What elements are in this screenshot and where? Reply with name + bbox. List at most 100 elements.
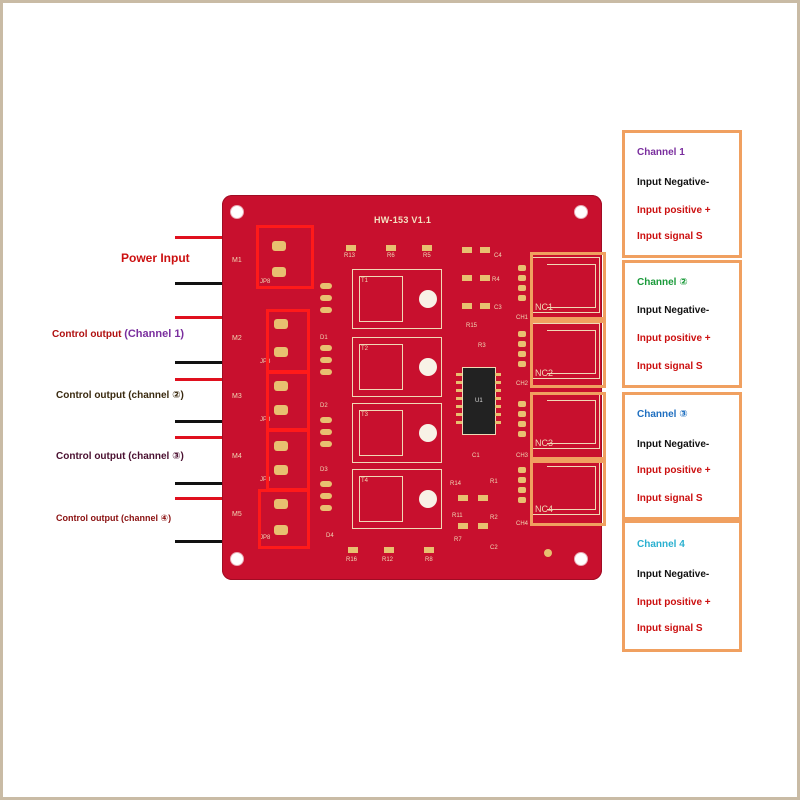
resistor-pad xyxy=(346,245,356,251)
jp-label-1: JP8 xyxy=(260,279,271,285)
terminal-block-ch3 xyxy=(266,429,310,491)
resistor-label-r15: R15 xyxy=(466,323,478,329)
resistor-pad xyxy=(480,275,490,281)
resistor-label-r12: R12 xyxy=(382,557,394,563)
mosfet-label-t3: T3 xyxy=(361,412,369,418)
resistor-label-r4: R4 xyxy=(492,277,500,283)
diode-label-d3: D3 xyxy=(320,467,328,473)
callout-channel-4-negative: Input Negative- xyxy=(637,569,710,580)
mounting-hole-bottom-left xyxy=(230,552,244,566)
diode-pad xyxy=(320,493,332,499)
channel-1-highlight xyxy=(530,252,606,320)
resistor-pad xyxy=(480,303,490,309)
terminal-label-m5: M5 xyxy=(232,511,242,518)
mosfet-label-t2: T2 xyxy=(361,346,369,352)
resistor-label-r5: R5 xyxy=(423,253,431,259)
ic-pin xyxy=(495,381,501,384)
resistor-pad xyxy=(348,547,358,553)
ch2-wire-negative xyxy=(175,420,267,423)
channel-3-highlight xyxy=(530,392,606,460)
mosfet-body xyxy=(359,476,403,522)
callout-channel-3: Channel ③ Input Negative- Input positive… xyxy=(622,392,742,520)
diode-pad xyxy=(320,441,332,447)
ic-pin xyxy=(456,421,462,424)
callout-channel-1-negative: Input Negative- xyxy=(637,177,710,188)
terminal-pad xyxy=(274,465,288,475)
callout-channel-3-negative: Input Negative- xyxy=(637,439,710,450)
ch2-wire-positive xyxy=(175,378,267,381)
callout-channel-4: Channel 4 Input Negative- Input positive… xyxy=(622,520,742,652)
mosfet-t1: T1 xyxy=(352,269,442,329)
resistor-pad xyxy=(458,495,468,501)
terminal-pad xyxy=(274,441,288,451)
callout-channel-2-title: Channel ② xyxy=(637,277,688,288)
control-output-4-label: Control output (channel ④) xyxy=(56,513,172,523)
jp-label-4: JP8 xyxy=(260,477,271,483)
ic-pin xyxy=(495,405,501,408)
ssr-outline xyxy=(547,466,596,510)
power-wire-negative xyxy=(175,282,267,285)
callout-channel-4-signal: Input signal S xyxy=(637,623,703,634)
power-wire-positive xyxy=(175,236,267,239)
terminal-pad xyxy=(274,347,288,357)
channel-4-highlight xyxy=(530,460,606,526)
callout-channel-4-title: Channel 4 xyxy=(637,539,685,550)
jp-label-5: JP8 xyxy=(260,535,271,541)
callout-channel-1-title: Channel 1 xyxy=(637,147,685,158)
resistor-pad xyxy=(462,275,472,281)
cap-label-c4: C4 xyxy=(494,253,502,259)
ic-pin xyxy=(495,389,501,392)
ssr-outline xyxy=(547,330,596,374)
resistor-label-r8: R8 xyxy=(425,557,433,563)
control-output-2-label: Control output (channel ②) xyxy=(56,390,184,401)
terminal-pad xyxy=(274,499,288,509)
channel-2-highlight xyxy=(530,320,606,388)
mosfet-body xyxy=(359,276,403,322)
resistor-pad xyxy=(462,247,472,253)
ch3-wire-positive xyxy=(175,436,267,439)
resistor-pad xyxy=(458,523,468,529)
cap-label-c3: C3 xyxy=(494,305,502,311)
terminal-pad xyxy=(272,267,286,277)
callout-channel-3-title: Channel ③ xyxy=(637,409,688,420)
mosfet-label-t1: T1 xyxy=(361,278,369,284)
ch1-wire-positive xyxy=(175,316,267,319)
mosfet-tab-hole xyxy=(419,358,437,376)
ic-pin xyxy=(456,373,462,376)
ic-pin xyxy=(456,397,462,400)
ssr-pins-4 xyxy=(518,467,530,513)
ic-pin xyxy=(495,397,501,400)
diode-label-d2: D2 xyxy=(320,403,328,409)
resistor-label-r11: R11 xyxy=(452,513,463,519)
terminal-block-ch1 xyxy=(266,309,310,373)
ch-label-ch4: CH4 xyxy=(516,521,529,527)
control-output-1-label: Control output (Channel 1) xyxy=(52,328,184,340)
callout-channel-2: Channel ② Input Negative- Input positive… xyxy=(622,260,742,388)
mounting-hole-bottom-right xyxy=(574,552,588,566)
board-title: HW-153 V1.1 xyxy=(374,215,432,225)
resistor-pad xyxy=(480,247,490,253)
ssr-pins-2 xyxy=(518,331,530,377)
resistor-pad xyxy=(462,303,472,309)
test-point xyxy=(544,549,552,557)
diode-pad xyxy=(320,505,332,511)
resistor-pad xyxy=(478,523,488,529)
terminal-label-m2: M2 xyxy=(232,335,242,342)
ic-pin xyxy=(495,373,501,376)
callout-channel-3-signal: Input signal S xyxy=(637,493,703,504)
terminal-pad xyxy=(274,319,288,329)
ssr-outline xyxy=(547,400,596,444)
mosfet-tab-hole xyxy=(419,490,437,508)
terminal-pad xyxy=(272,241,286,251)
ssr-label-nc4: NC4 xyxy=(535,504,554,514)
mosfet-tab-hole xyxy=(419,290,437,308)
diode-pad xyxy=(320,369,332,375)
resistor-label-r3: R3 xyxy=(478,343,486,349)
terminal-block-ch2 xyxy=(266,371,310,431)
terminal-label-m1: M1 xyxy=(232,257,242,264)
ch-label-ch1: CH1 xyxy=(516,315,529,321)
power-input-label: Power Input xyxy=(121,251,190,265)
diode-pad xyxy=(320,429,332,435)
diode-label-d4: D4 xyxy=(326,533,334,539)
mounting-hole-top-right xyxy=(574,205,588,219)
